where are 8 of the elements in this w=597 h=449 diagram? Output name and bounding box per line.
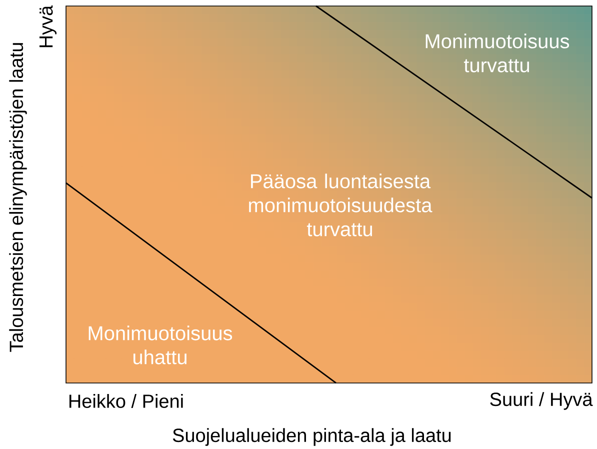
axis-end-label: Heikko / Pieni: [69, 394, 183, 408]
zone-label: Monimuotoisuus uhattu: [88, 326, 232, 364]
zone-label: Pääosa luontaisesta monimuotoisuudesta turvattu: [249, 174, 432, 236]
zone-label: Monimuotoisuus turvattu: [426, 34, 570, 72]
axis-title: Suojelualueiden pinta-ala ja laatu: [172, 428, 451, 446]
axis-end-label: Hyvä: [40, 5, 56, 48]
axis-title: Talousmetsien elinympäristöjen laatu: [9, 43, 27, 352]
axis-end-label: Suuri / Hyvä: [490, 392, 593, 410]
